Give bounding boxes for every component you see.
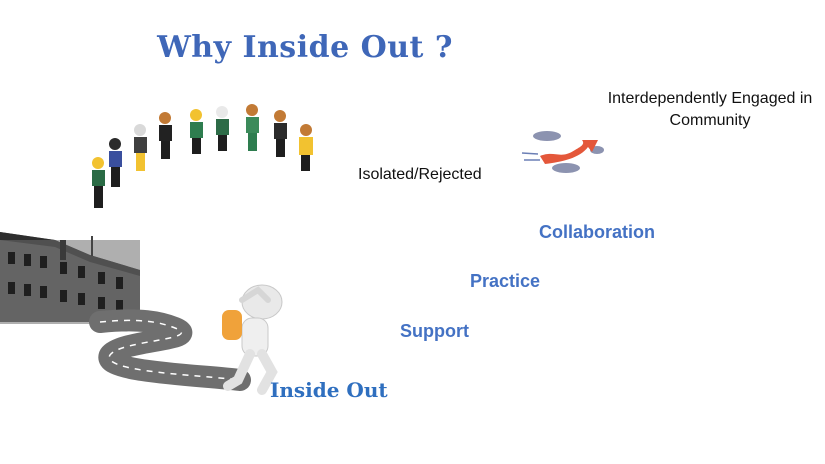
engaged-label: Interdependently Engaged in Community: [607, 90, 813, 129]
step-practice: Practice: [470, 271, 541, 291]
arrow-clouds-image: [521, 131, 604, 173]
winding-road-image: [89, 309, 251, 391]
inside-out-label: Inside Out: [270, 378, 388, 402]
isolated-label: Isolated/Rejected: [358, 166, 482, 183]
toy-figures-image: [92, 104, 313, 208]
step-support: Support: [400, 321, 469, 341]
step-collaboration: Collaboration: [539, 222, 655, 242]
prison-building-image: [0, 232, 140, 324]
slide-title: Why Inside Out ?: [157, 30, 453, 65]
walker-figure-image: [222, 284, 283, 395]
